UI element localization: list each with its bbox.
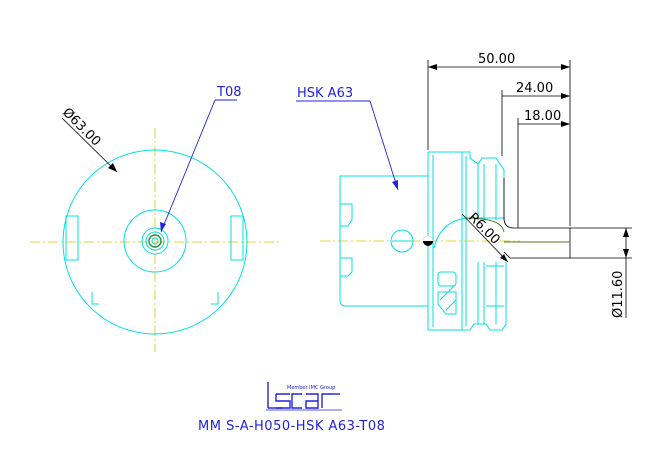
head-detail-diag-a [439,285,455,301]
front-insert-core [148,234,162,248]
front-insert-outer [141,227,169,255]
insert-leader-arrow [160,222,166,232]
front-right-flat [230,215,244,261]
gauge-point-half [423,236,433,241]
front-diameter-leader [61,117,118,173]
insert-label: T08 [216,85,241,100]
logo-tagline: Member IMC Group [287,385,335,391]
dim-18-label: 18.00 [524,109,561,124]
head-top-profile [428,151,505,220]
hsk-coolant-hole [390,229,414,253]
iscar-logo: Member IMC Group [266,382,342,411]
front-bottom-left-notch [91,292,99,305]
part-number: MM S-A-H050-HSK A63-T08 [198,419,385,434]
dim-11-arrow-bottom [623,249,629,258]
hsk-label: HSK A63 [297,86,353,101]
dim-24-arrow [561,93,570,99]
cutting-tip-outline [503,178,571,259]
head-detail-pocket [437,271,457,287]
front-left-flat [65,215,79,261]
radius-leader [461,213,509,263]
front-outer-circle [62,149,248,335]
dim-50-arrow-right [561,64,570,70]
front-hub-circle [123,209,187,273]
front-bottom-right-notch [211,292,219,305]
dim-11-label: Ø11.60 [611,271,626,318]
front-diameter-arrow [108,163,117,172]
logo-wordmark [267,382,340,409]
front-insert-center [151,237,159,245]
hsk-upper-slot [340,203,353,227]
hsk-leader-arrow [392,180,398,190]
front-insert-mid [145,231,165,251]
dim-50-arrow-left [428,64,437,70]
hsk-shank-outline [339,175,428,307]
dim-50-label: 50.00 [478,52,515,67]
head-detail-diag-b [445,299,457,311]
radius-arrow [500,254,508,262]
hsk-lower-slot [340,257,353,277]
dim-18-arrow [561,121,570,127]
side-view: HSK A63 50.00 24.00 18.00 R6.00 Ø11.60 [296,52,632,331]
head-detail-cutout [437,291,457,315]
hsk-leader [369,100,399,191]
insert-leader [160,99,216,233]
front-view: Ø63.00 T08 [30,85,282,352]
dim-11-arrow-top [623,228,629,237]
cutter-tip-arc [465,217,505,233]
front-diameter-label: Ø63.00 [59,105,103,149]
head-bottom-profile [428,262,507,331]
dim-24-label: 24.00 [516,81,553,96]
